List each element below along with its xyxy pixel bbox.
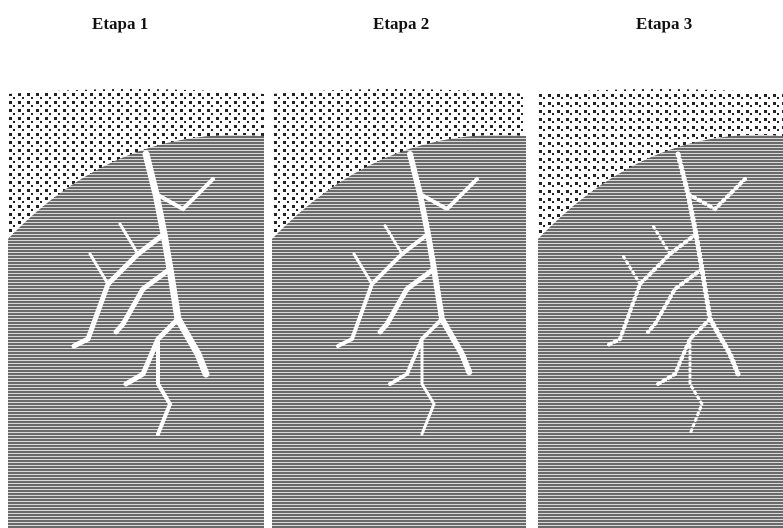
stage-2-illustration [272,84,526,528]
stage-3-panel [538,84,783,528]
stage-3-illustration [538,84,783,528]
stage-1-label: Etapa 1 [92,14,148,34]
stage-2-label: Etapa 2 [373,14,429,34]
stage-2-panel [272,84,526,528]
stage-3-label: Etapa 3 [636,14,692,34]
stage-1-panel [8,84,264,528]
stage-1-illustration [8,84,264,528]
